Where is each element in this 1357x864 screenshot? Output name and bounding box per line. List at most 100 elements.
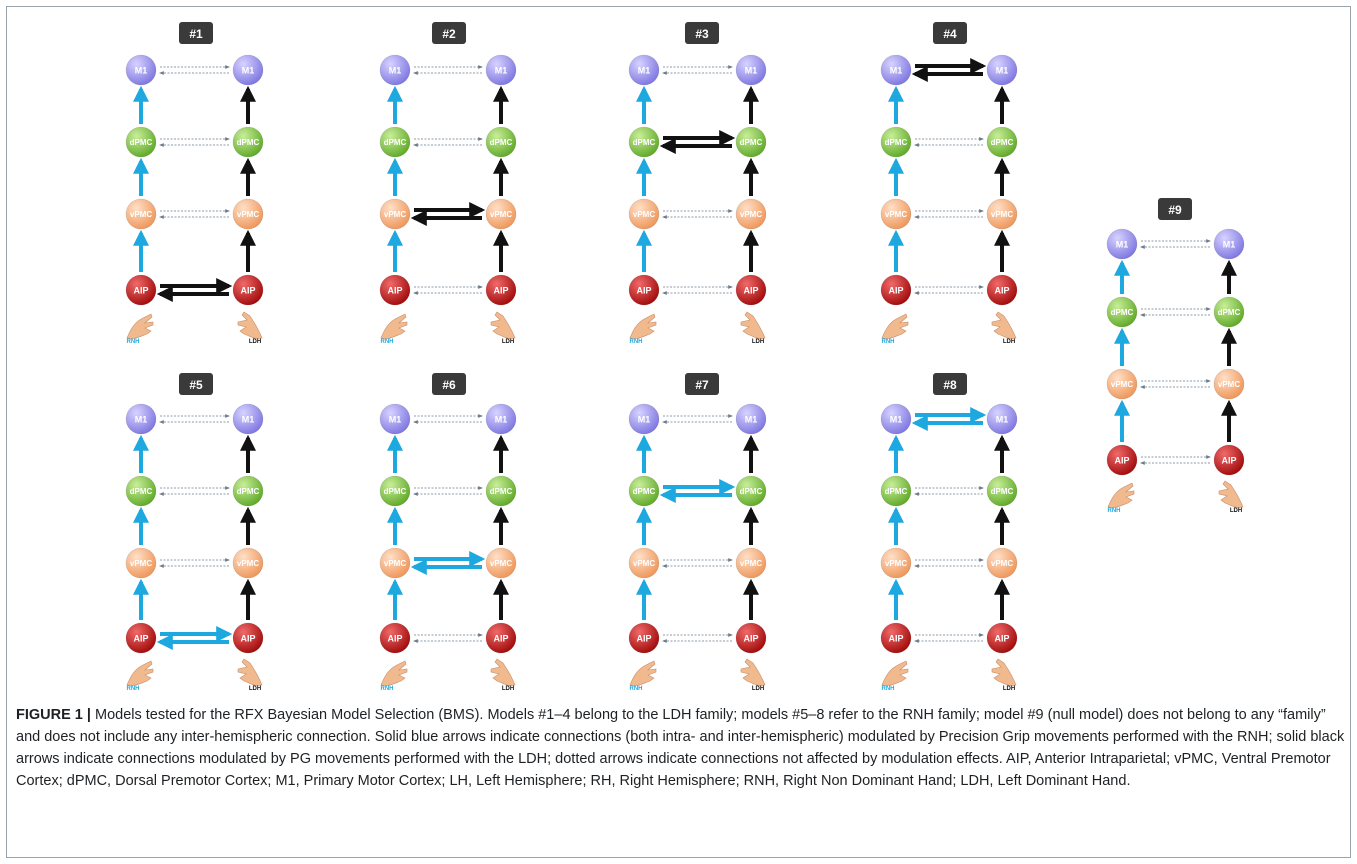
node-label: M1 (495, 66, 508, 76)
node-label: vPMC (633, 559, 655, 568)
node-aip-right (735, 274, 767, 306)
model-title: #2 (442, 27, 456, 41)
node-label: dPMC (490, 487, 513, 496)
hand-label-rnh: RNH (381, 686, 394, 692)
node-label: M1 (242, 415, 255, 425)
node-vpmc-left (628, 547, 660, 579)
node-dpmc-left (628, 475, 660, 507)
node-vpmc-right (735, 547, 767, 579)
node-m1-left (628, 54, 660, 86)
node-vpmc-left (379, 198, 411, 230)
node-vpmc-right (485, 198, 517, 230)
node-dpmc-left (880, 126, 912, 158)
node-dpmc-left (1106, 296, 1138, 328)
hand-label-rnh: RNH (127, 339, 140, 345)
node-label: vPMC (740, 559, 762, 568)
node-aip-left (880, 274, 912, 306)
hand-right-icon (237, 311, 263, 339)
node-vpmc-left (125, 547, 157, 579)
node-label: dPMC (1111, 308, 1134, 317)
model-title-box (179, 373, 213, 395)
node-dpmc-left (125, 475, 157, 507)
node-aip-left (125, 274, 157, 306)
model-title-box (432, 22, 466, 44)
hand-right-icon (490, 658, 516, 686)
node-vpmc-left (125, 198, 157, 230)
hand-label-rnh: RNH (381, 339, 394, 345)
model-title: #6 (442, 378, 456, 392)
hand-label-ldh: LDH (502, 686, 514, 692)
node-aip-right (1213, 444, 1245, 476)
node-label: vPMC (237, 210, 259, 219)
node-vpmc-right (232, 547, 264, 579)
node-label: dPMC (130, 487, 153, 496)
node-label: AIP (888, 286, 903, 296)
hand-left-icon (380, 660, 408, 686)
node-label: M1 (638, 415, 651, 425)
node-vpmc-right (986, 547, 1018, 579)
hand-label-rnh: RNH (1108, 508, 1121, 514)
node-label: vPMC (490, 559, 512, 568)
node-label: dPMC (885, 487, 908, 496)
node-label: AIP (636, 634, 651, 644)
node-label: M1 (1223, 240, 1236, 250)
node-label: AIP (1114, 456, 1129, 466)
node-dpmc-left (125, 126, 157, 158)
node-dpmc-right (485, 475, 517, 507)
node-label: dPMC (991, 138, 1014, 147)
hand-right-icon (1218, 480, 1244, 508)
model-title-box (685, 373, 719, 395)
node-m1-left (125, 403, 157, 435)
model-title: #9 (1168, 203, 1182, 217)
hand-left-icon (881, 313, 909, 339)
node-label: AIP (743, 634, 758, 644)
node-label: AIP (994, 634, 1009, 644)
hand-left-icon (629, 660, 657, 686)
node-label: dPMC (237, 138, 260, 147)
node-label: M1 (745, 66, 758, 76)
node-m1-left (379, 403, 411, 435)
hand-label-rnh: RNH (127, 686, 140, 692)
node-aip-right (986, 622, 1018, 654)
node-label: vPMC (1218, 380, 1240, 389)
node-label: vPMC (130, 559, 152, 568)
node-m1-right (735, 403, 767, 435)
node-aip-left (628, 274, 660, 306)
node-label: AIP (493, 286, 508, 296)
hand-label-ldh: LDH (1003, 339, 1015, 345)
node-label: M1 (890, 66, 903, 76)
model-title: #5 (189, 378, 203, 392)
node-label: AIP (888, 634, 903, 644)
node-label: AIP (387, 634, 402, 644)
node-label: vPMC (633, 210, 655, 219)
node-m1-left (379, 54, 411, 86)
node-m1-left (125, 54, 157, 86)
hand-right-icon (237, 658, 263, 686)
model-title: #3 (695, 27, 709, 41)
node-aip-left (379, 622, 411, 654)
node-m1-right (1213, 228, 1245, 260)
node-label: AIP (636, 286, 651, 296)
node-dpmc-right (485, 126, 517, 158)
node-m1-right (485, 403, 517, 435)
model-title: #7 (695, 378, 709, 392)
node-dpmc-right (232, 475, 264, 507)
node-aip-left (379, 274, 411, 306)
node-label: vPMC (384, 559, 406, 568)
node-label: dPMC (384, 138, 407, 147)
node-label: AIP (240, 634, 255, 644)
node-label: M1 (242, 66, 255, 76)
hand-label-ldh: LDH (1003, 686, 1015, 692)
node-label: AIP (240, 286, 255, 296)
hand-label-ldh: LDH (752, 686, 764, 692)
node-m1-right (232, 54, 264, 86)
node-label: AIP (743, 286, 758, 296)
node-label: vPMC (991, 210, 1013, 219)
node-aip-right (986, 274, 1018, 306)
node-aip-left (1106, 444, 1138, 476)
hand-right-icon (490, 311, 516, 339)
